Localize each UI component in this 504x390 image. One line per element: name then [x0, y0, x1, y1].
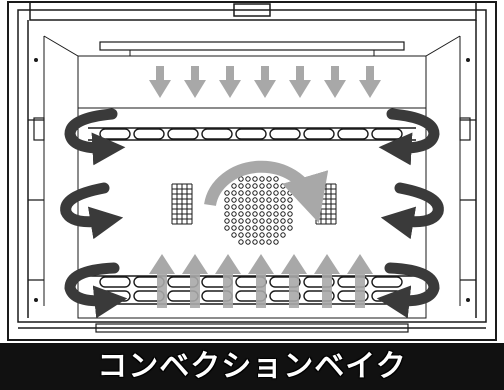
down-arrow-icon	[184, 66, 206, 98]
up-arrow-icon	[281, 254, 307, 308]
curved-arrow-icon	[380, 182, 444, 240]
down-arrow-icon	[359, 66, 381, 98]
rack-link	[269, 276, 301, 288]
top-heat-arrows	[149, 66, 381, 98]
rack-link	[269, 290, 301, 302]
up-arrow-icon	[248, 254, 274, 308]
up-arrow-icon	[149, 254, 175, 308]
oven-racks	[88, 127, 416, 305]
rack-link	[99, 276, 131, 288]
down-arrow-icon	[149, 66, 171, 98]
rack-link	[303, 128, 335, 140]
up-arrow-icon	[182, 254, 208, 308]
rack-link	[371, 276, 403, 288]
curved-arrow-icon	[64, 108, 126, 166]
curved-arrow-icon	[60, 182, 124, 240]
down-arrow-icon	[289, 66, 311, 98]
up-arrow-icon	[347, 254, 373, 308]
down-arrow-icon	[219, 66, 241, 98]
curved-arrow-icon	[64, 262, 128, 319]
bottom-heat-arrows	[149, 254, 373, 308]
up-arrow-icon	[215, 254, 241, 308]
rack-link	[337, 128, 369, 140]
curved-arrow-icon	[378, 108, 440, 166]
down-arrow-icon	[324, 66, 346, 98]
fan-grille-icon	[224, 176, 293, 245]
rack-link	[167, 128, 199, 140]
rack-link	[337, 276, 369, 288]
down-arrow-icon	[254, 66, 276, 98]
rack-link	[303, 276, 335, 288]
rack-link	[269, 128, 301, 140]
rack-link	[235, 128, 267, 140]
circular-arrow-icon	[204, 160, 329, 223]
caption-label: コンベクションベイク	[97, 349, 407, 384]
curved-arrow-icon	[376, 262, 440, 319]
rack-rail	[88, 127, 416, 141]
rack-link	[303, 290, 335, 302]
right-grille	[315, 183, 337, 225]
rack-link	[371, 128, 403, 140]
left-grille	[171, 183, 193, 225]
rack-link	[201, 128, 233, 140]
rack-link	[133, 128, 165, 140]
up-arrow-icon	[314, 254, 340, 308]
oven-frame	[7, 1, 497, 341]
rack-link	[337, 290, 369, 302]
side-airflow-arrows	[60, 108, 444, 319]
rack-link	[99, 128, 131, 140]
caption-bar	[0, 343, 504, 390]
